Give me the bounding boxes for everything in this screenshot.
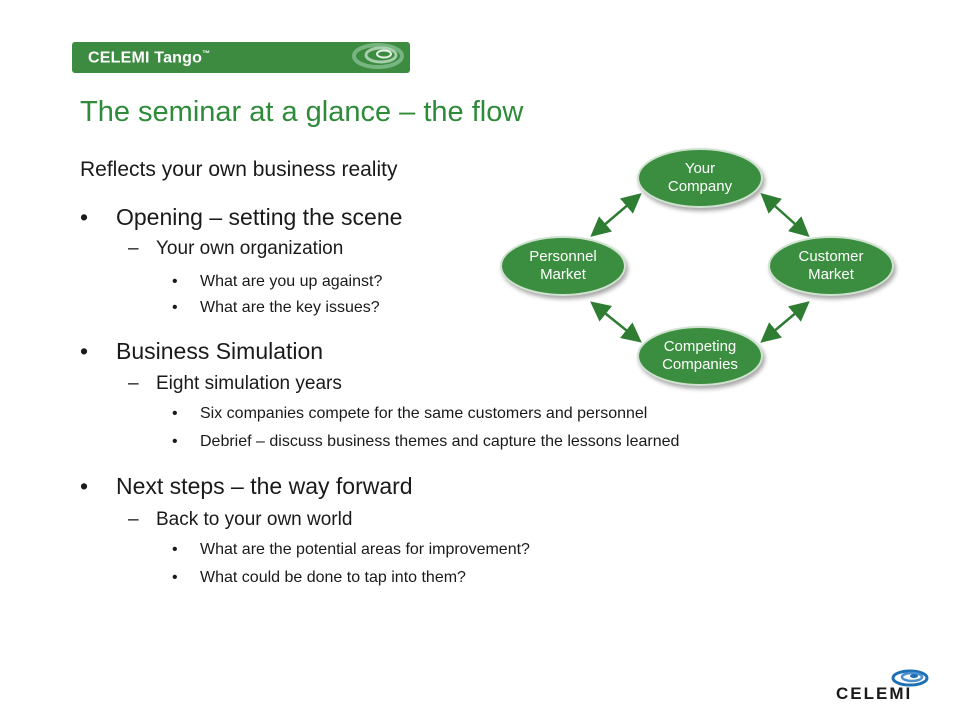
bullet-heading: Next steps – the way forward: [116, 473, 413, 499]
arrow-left-bottom: [590, 301, 642, 343]
flow-diagram: Your Company Personnel Market Customer M…: [490, 140, 910, 390]
node-competing-companies: Competing Companies: [637, 326, 763, 386]
sub-bullet-text: Eight simulation years: [156, 373, 342, 394]
page-title: The seminar at a glance – the flow: [80, 96, 524, 128]
dash-marker: –: [128, 509, 139, 530]
bullet-marker: •: [80, 204, 89, 230]
bullet-marker: •: [172, 405, 178, 422]
bullet-marker: •: [172, 273, 178, 290]
sub-bullet-text: Your own organization: [156, 238, 344, 259]
bullet-marker: •: [172, 433, 178, 450]
node-personnel-market: Personnel Market: [500, 236, 626, 296]
swirl-logo-icon: [352, 43, 404, 69]
arrow-top-right: [760, 192, 810, 238]
bullet-marker: •: [80, 473, 89, 499]
footer-logo-text: CELEMI: [836, 684, 913, 703]
bullet-heading: Business Simulation: [116, 338, 324, 364]
detail-text: Six companies compete for the same custo…: [200, 405, 648, 422]
flow-arrows: [590, 192, 810, 343]
detail-text: Debrief – discuss business themes and ca…: [200, 433, 680, 450]
brand-logo-text: CELEMI Tango™: [88, 49, 211, 67]
swirl-logo-icon: [891, 669, 929, 687]
arrow-right-bottom: [760, 301, 810, 343]
dash-marker: –: [128, 373, 139, 394]
sub-bullet-text: Back to your own world: [156, 509, 353, 530]
detail-text: What are the potential areas for improve…: [200, 541, 530, 558]
node-your-company: Your Company: [637, 148, 763, 208]
bullet-heading: Opening – setting the scene: [116, 204, 403, 230]
footer-logo: CELEMI: [832, 668, 932, 704]
bullet-marker: •: [80, 338, 89, 364]
detail-text: What are you up against?: [200, 273, 383, 290]
page-subtitle: Reflects your own business reality: [80, 158, 398, 181]
bullet-marker: •: [172, 569, 178, 586]
detail-text: What are the key issues?: [200, 299, 380, 316]
arrow-top-left: [590, 193, 642, 237]
detail-text: What could be done to tap into them?: [200, 569, 466, 586]
bullet-marker: •: [172, 299, 178, 316]
bullet-marker: •: [172, 541, 178, 558]
node-customer-market: Customer Market: [768, 236, 894, 296]
brand-bar: CELEMI Tango™: [72, 42, 410, 73]
dash-marker: –: [128, 238, 139, 259]
